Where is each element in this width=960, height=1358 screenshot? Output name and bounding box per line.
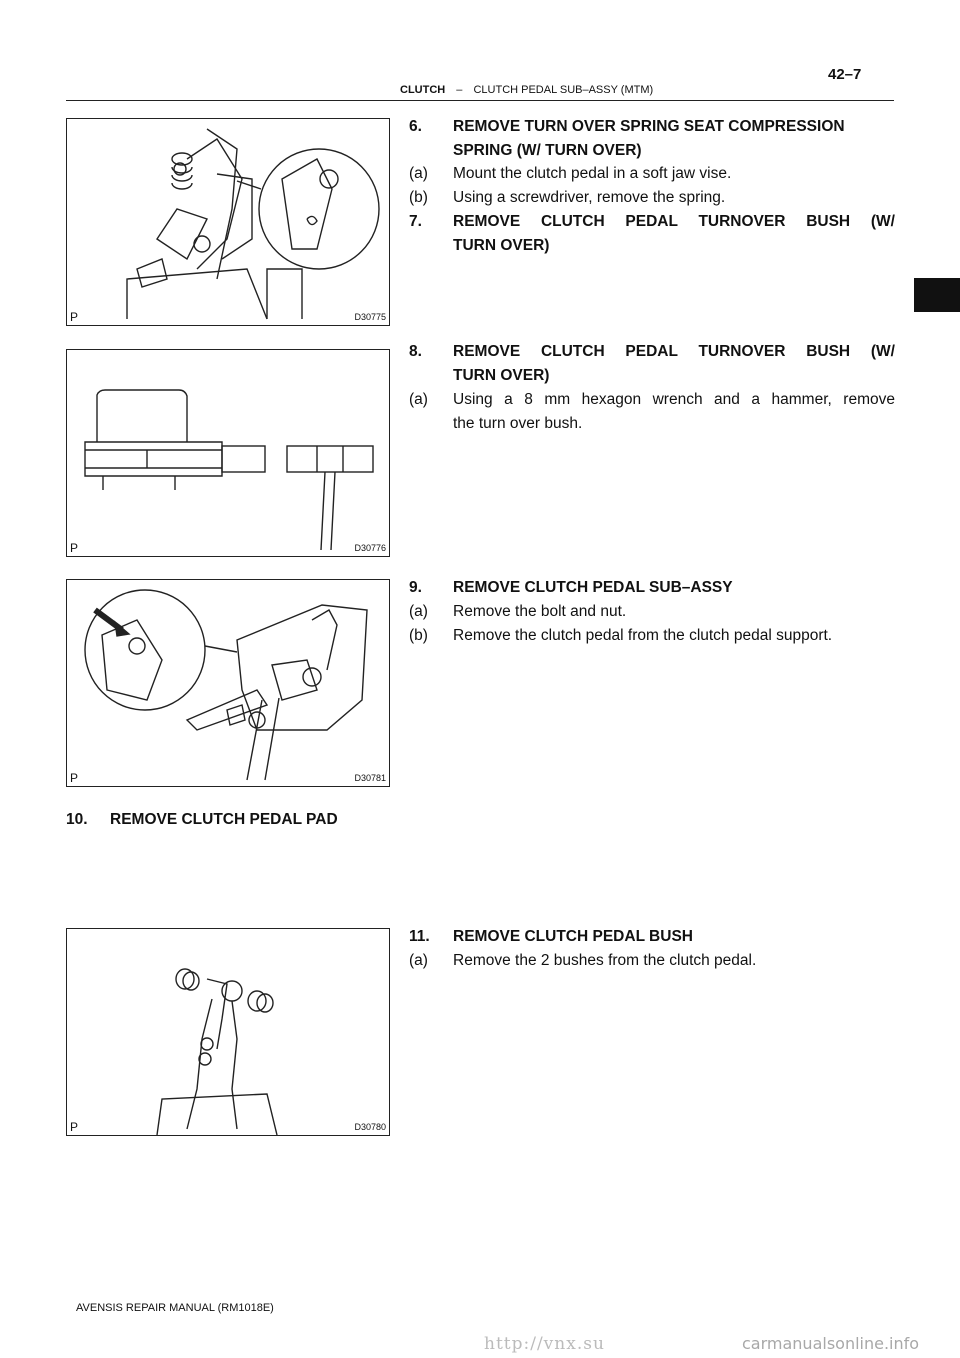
page-number: 42–7 [828,66,862,83]
footer-manual-title: AVENSIS REPAIR MANUAL (RM1018E) [76,1302,274,1314]
figure-d30775: P D30775 [66,118,390,326]
substep-letter: (a) [409,165,428,182]
spring-removal-illustration [126,128,380,320]
watermark-site: carmanualsonline.info [742,1334,920,1353]
figure-d30780: P D30780 [66,928,390,1136]
substep-letter: (b) [409,627,428,644]
step-title-line1: REMOVE CLUTCH PEDAL TURNOVER BUSH (W/ [453,343,895,360]
figure-code: D30775 [354,312,386,322]
substep-text: Remove the clutch pedal from the clutch … [453,627,833,644]
step-title-line2: TURN OVER) [453,237,550,254]
figure-d30781: P D30781 [66,579,390,787]
step-number: 11. [409,928,430,945]
section-tab-marker [914,278,960,312]
step-title: REMOVE CLUTCH PEDAL PAD [110,811,338,828]
figure-code: D30776 [354,543,386,553]
step-title-line2: TURN OVER) [453,367,550,384]
figure-p-label: P [70,310,79,324]
step-title: REMOVE CLUTCH PEDAL SUB–ASSY [453,579,733,596]
figure-d30776: P D30776 [66,349,390,557]
substep-text: Remove the bolt and nut. [453,603,627,620]
step-title-line1: REMOVE TURN OVER SPRING SEAT COMPRESSION [453,118,845,135]
step-number: 6. [409,118,422,135]
step-title-line2: SPRING (W/ TURN OVER) [453,142,642,159]
header-rule [66,100,894,101]
substep-text: Remove the 2 bushes from the clutch peda… [453,952,757,969]
step-title: REMOVE CLUTCH PEDAL BUSH [453,928,693,945]
running-header: CLUTCH – CLUTCH PEDAL SUB–ASSY (MTM) [400,84,653,96]
figure-p-label: P [70,1120,79,1134]
figure-p-label: P [70,771,79,785]
figure-p-label: P [70,541,79,555]
figure-code: D30780 [354,1122,386,1132]
substep-text: Using a screwdriver, remove the spring. [453,189,726,206]
watermark-link[interactable]: http://vnx.su [484,1334,605,1354]
hexagon-wrench-illustration [84,389,374,551]
substep-letter: (a) [409,391,428,408]
step-number: 7. [409,213,422,230]
header-section: CLUTCH [400,84,446,96]
step-title-line1: REMOVE CLUTCH PEDAL TURNOVER BUSH (W/ [453,213,895,230]
step-number: 9. [409,579,422,596]
substep-letter: (a) [409,952,428,969]
pedal-sub-assy-illustration [84,589,368,781]
substep-text-line1: Using a 8 mm hexagon wrench and a hammer… [453,391,895,408]
substep-text: Mount the clutch pedal in a soft jaw vis… [453,165,732,182]
substep-text-line2: the turn over bush. [453,415,583,432]
step-number: 10. [66,811,88,828]
substep-letter: (b) [409,189,428,206]
pedal-bush-illustration [156,968,278,1135]
header-subsection: CLUTCH PEDAL SUB–ASSY (MTM) [473,84,654,96]
figure-code: D30781 [354,773,386,783]
substep-letter: (a) [409,603,428,620]
header-separator: – [456,84,463,96]
step-number: 8. [409,343,422,360]
